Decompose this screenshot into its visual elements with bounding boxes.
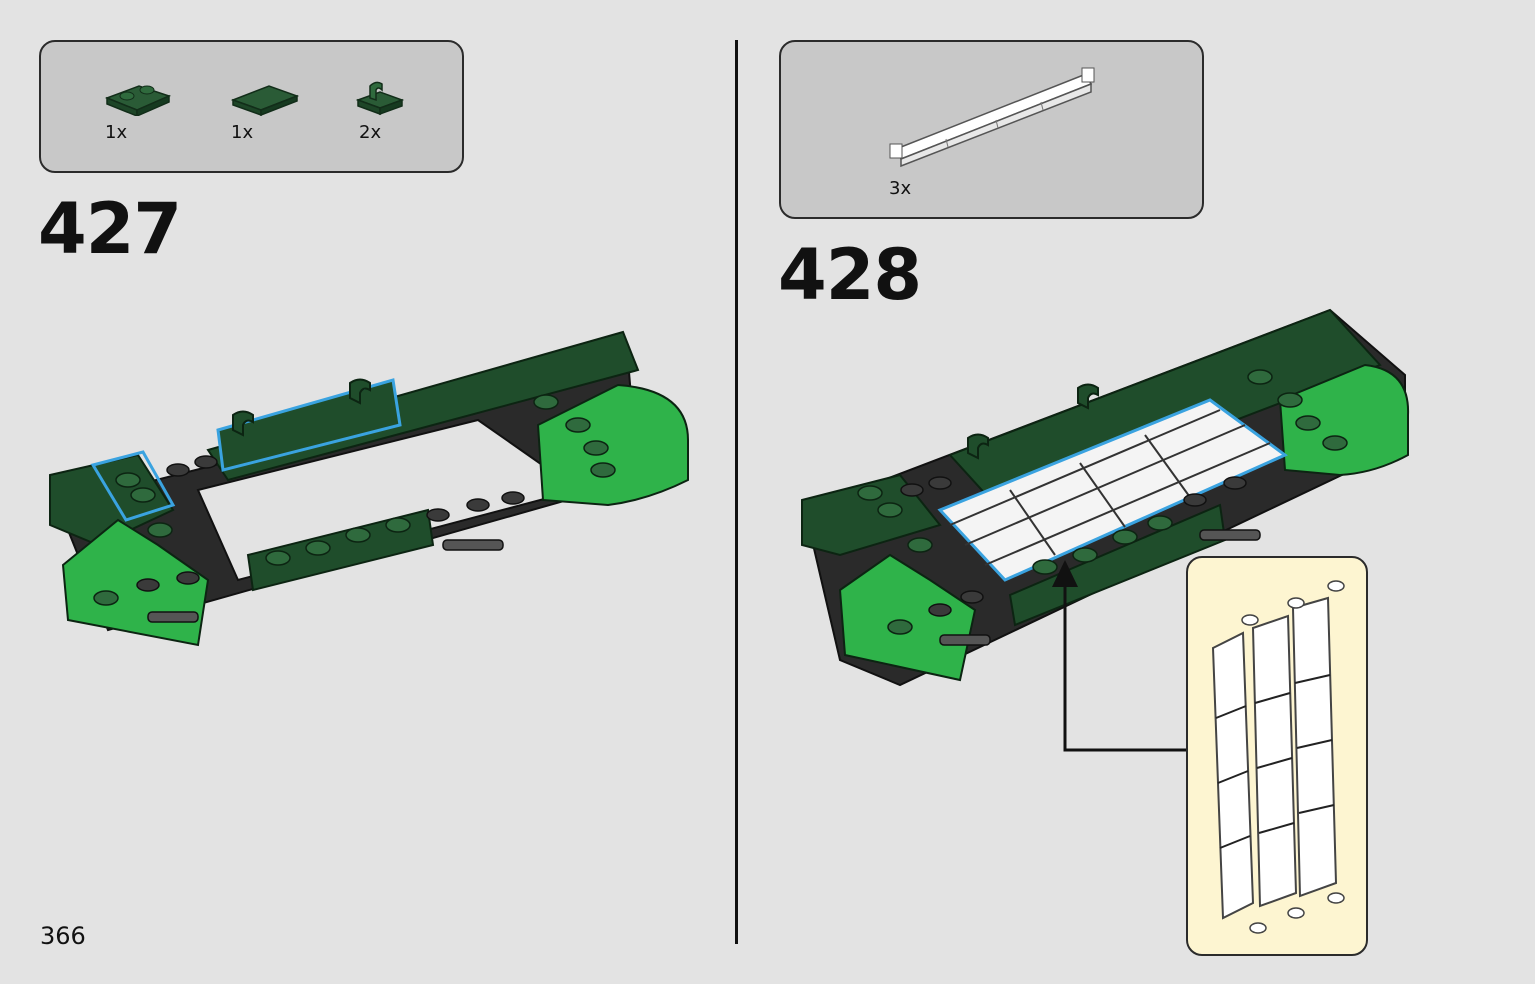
dark-green-plate-1x2-icon [103,80,173,116]
part-qty: 3x [889,178,912,199]
parts-list-left: 1x 1x 2x [39,40,464,173]
dark-green-clip-plate-icon [356,78,406,118]
white-window-pane-icon [886,64,1101,174]
window-assembly-icon [1211,580,1345,934]
callout-window-detail [1186,556,1368,956]
callout-arrow [1063,570,1186,752]
step-number: 428 [778,234,922,316]
dark-green-tile-1x2-icon [231,82,301,116]
parts-list-right: 3x [779,40,1204,219]
model-step-428 [801,308,1410,690]
page-divider [735,40,738,944]
part-qty: 1x [105,122,128,143]
part-qty: 2x [359,122,382,143]
model-step-427 [49,330,689,647]
step-number: 427 [38,188,182,270]
part-qty: 1x [231,122,254,143]
page-number: 366 [40,922,86,950]
